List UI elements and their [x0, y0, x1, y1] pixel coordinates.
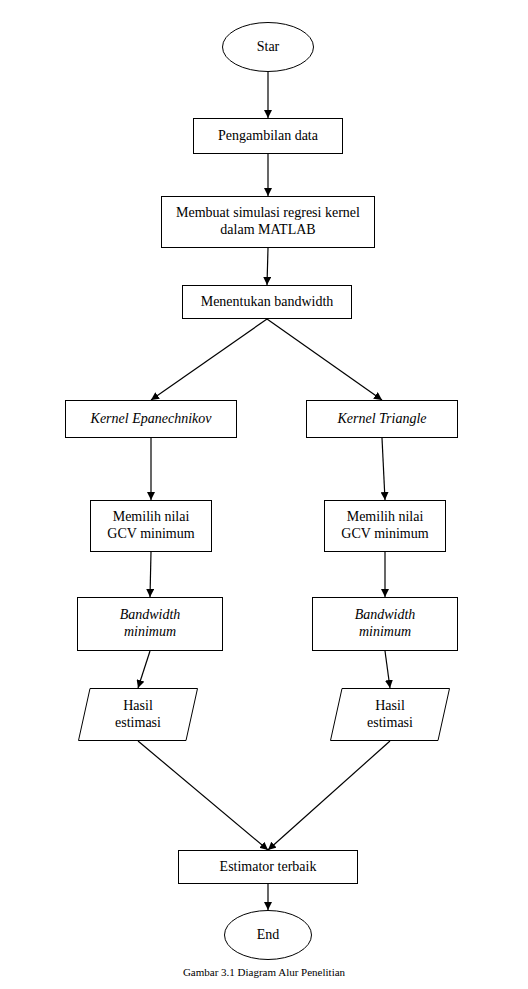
- output-parallelogram: Hasil estimasi: [78, 688, 198, 741]
- process-box: Memilih nilai GCV minimum: [324, 500, 446, 552]
- node-label: Hasil estimasi: [355, 698, 425, 732]
- node-label: Bandwidth minimum: [110, 607, 190, 641]
- node-label: Membuat simulasi regresi kernel dalam MA…: [170, 205, 366, 239]
- flow-arrow: [384, 552, 385, 597]
- flow-arrow: [385, 651, 390, 688]
- node-label: Hasil estimasi: [103, 698, 173, 732]
- node-label: Star: [257, 39, 280, 56]
- flow-arrow: [382, 438, 385, 500]
- output-parallelogram: Hasil estimasi: [330, 688, 450, 741]
- process-box: Pengambilan data: [193, 118, 343, 154]
- flow-arrow: [138, 651, 150, 688]
- node-label: Estimator terbaik: [220, 859, 317, 876]
- node-label: Memilih nilai GCV minimum: [332, 509, 438, 543]
- node-label: Kernel Triangle: [337, 411, 426, 428]
- process-box: Memilih nilai GCV minimum: [90, 500, 212, 552]
- terminator-ellipse: Star: [222, 22, 314, 72]
- node-label: Kernel Epanechnikov: [91, 411, 212, 428]
- process-box: Bandwidth minimum: [312, 597, 458, 651]
- terminator-ellipse: End: [224, 910, 312, 960]
- flow-arrow: [138, 741, 268, 850]
- flow-arrow: [267, 248, 268, 285]
- process-box: Membuat simulasi regresi kernel dalam MA…: [161, 196, 375, 248]
- node-label: Memilih nilai GCV minimum: [98, 509, 204, 543]
- flow-arrow: [268, 741, 390, 850]
- process-box: Menentukan bandwidth: [182, 285, 352, 319]
- flow-arrow: [267, 72, 268, 118]
- node-label: Pengambilan data: [218, 128, 318, 145]
- figure-caption: Gambar 3.1 Diagram Alur Penelitian: [0, 966, 528, 978]
- node-label: Menentukan bandwidth: [201, 294, 334, 311]
- process-box: Kernel Triangle: [306, 400, 458, 438]
- flow-arrow: [151, 319, 267, 400]
- flow-arrow: [150, 438, 151, 500]
- node-label: Bandwidth minimum: [345, 607, 425, 641]
- flow-arrow: [267, 319, 382, 400]
- process-box: Estimator terbaik: [178, 850, 358, 884]
- node-label: End: [257, 927, 280, 944]
- flow-arrow: [267, 154, 268, 196]
- flow-arrow: [150, 552, 151, 597]
- process-box: Kernel Epanechnikov: [65, 400, 237, 438]
- process-box: Bandwidth minimum: [77, 597, 223, 651]
- flow-arrow: [267, 884, 268, 910]
